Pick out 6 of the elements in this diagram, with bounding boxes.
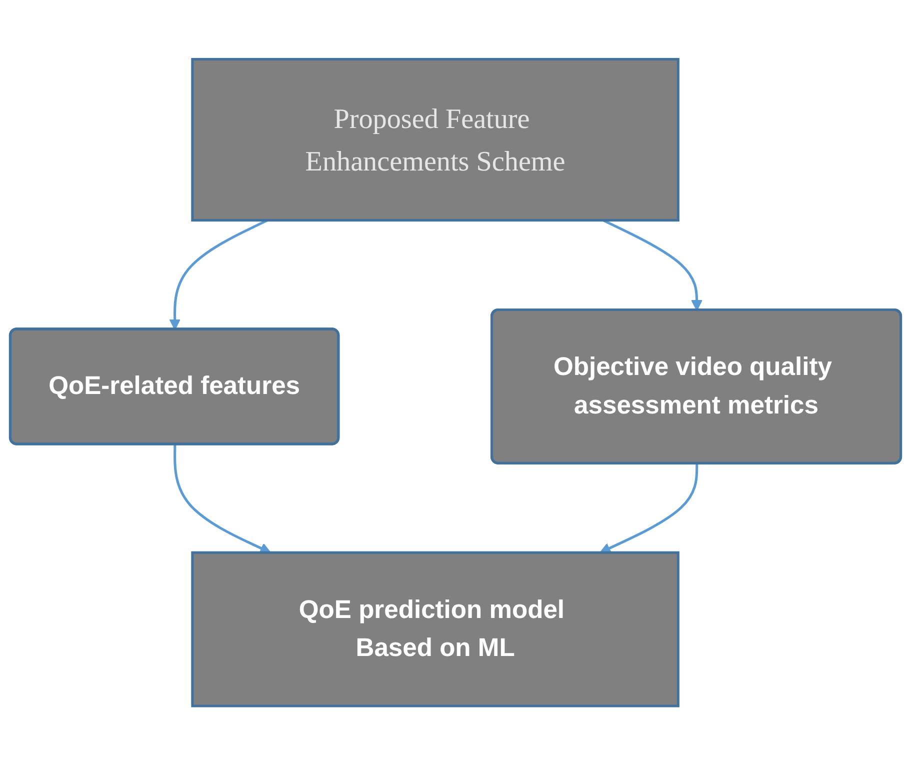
arrow <box>169 220 268 330</box>
arrow <box>600 464 698 554</box>
node-box: QoE prediction model Based on ML <box>191 552 680 708</box>
node-box: Proposed Feature Enhancements Scheme <box>191 58 680 222</box>
arrow <box>602 220 702 312</box>
arrow <box>174 444 271 554</box>
